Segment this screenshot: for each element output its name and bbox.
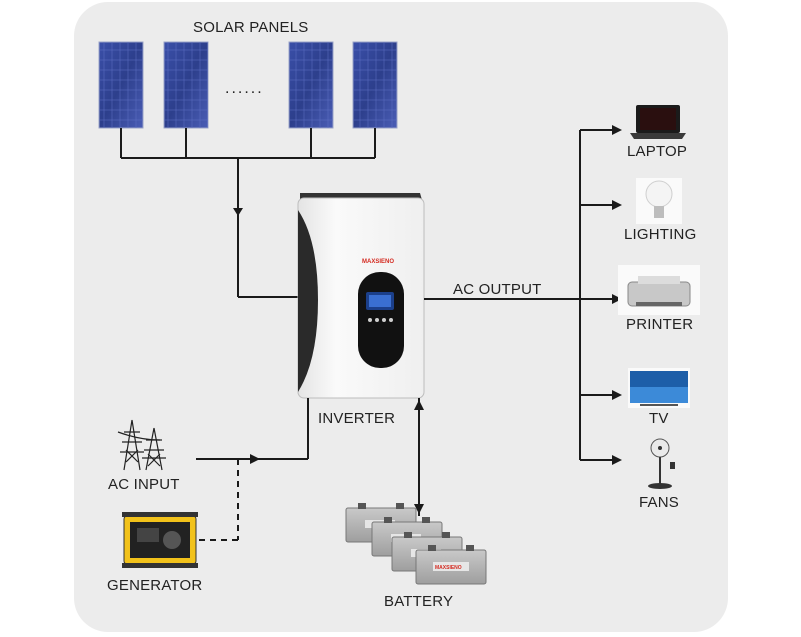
generator-wiring xyxy=(196,459,239,541)
ac-input-arrow xyxy=(250,454,260,464)
load-label-lighting: LIGHTING xyxy=(624,226,697,243)
solar-arrow xyxy=(233,208,243,216)
ac-output-arrows xyxy=(612,125,622,465)
laptop-icon xyxy=(630,105,686,139)
inverter-display-panel xyxy=(358,272,404,368)
ac-input-label: AC INPUT xyxy=(108,476,180,493)
ac-output-wiring xyxy=(424,129,612,461)
inverter-label: INVERTER xyxy=(318,410,396,427)
fan-icon xyxy=(648,438,675,489)
load-label-laptop: LAPTOP xyxy=(627,143,688,160)
load-label-fans: FANS xyxy=(639,494,679,511)
power-tower-icon xyxy=(117,419,166,471)
generator-label: GENERATOR xyxy=(107,577,203,594)
solar-panel-3 xyxy=(288,41,334,129)
solar-wiring xyxy=(120,128,376,298)
battery-brand-logo: MAXSIENO xyxy=(435,565,462,571)
battery-4: MAXSIENO xyxy=(415,545,487,585)
battery-arrow-down xyxy=(414,504,424,514)
inverter: MAXSIENO xyxy=(297,193,425,399)
tv-icon xyxy=(628,368,690,408)
solar-panel-2 xyxy=(163,41,209,129)
printer-icon xyxy=(618,265,700,315)
solar-panel-4 xyxy=(352,41,398,129)
battery-label: BATTERY xyxy=(384,593,454,610)
inverter-brand-logo: MAXSIENO xyxy=(362,259,394,265)
battery-arrow-up xyxy=(414,400,424,410)
solar-panel-1 xyxy=(98,41,144,129)
ac-output-label: AC OUTPUT xyxy=(453,281,542,298)
generator-icon xyxy=(122,512,198,568)
load-label-tv: TV xyxy=(649,410,669,427)
light-bulb-icon xyxy=(636,178,682,224)
more-panels-ellipsis: ...... xyxy=(225,80,264,97)
load-label-printer: PRINTER xyxy=(626,316,694,333)
solar-panels-label: SOLAR PANELS xyxy=(193,19,309,36)
